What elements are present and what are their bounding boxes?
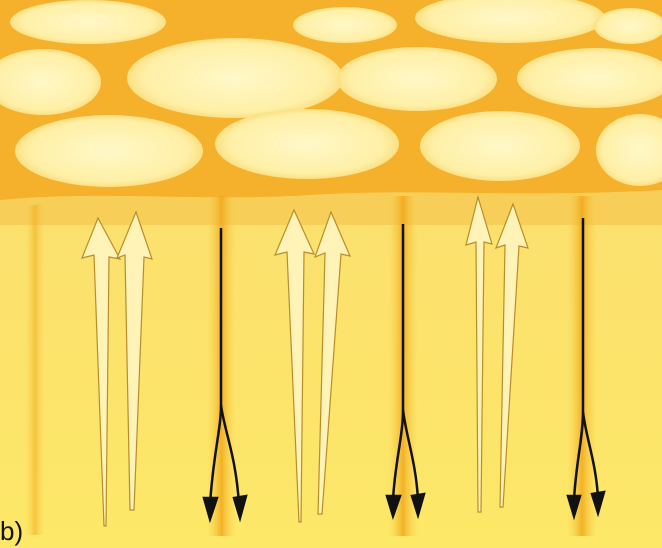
upper-cell-network (0, 0, 662, 225)
panel-label: b) (0, 518, 23, 544)
